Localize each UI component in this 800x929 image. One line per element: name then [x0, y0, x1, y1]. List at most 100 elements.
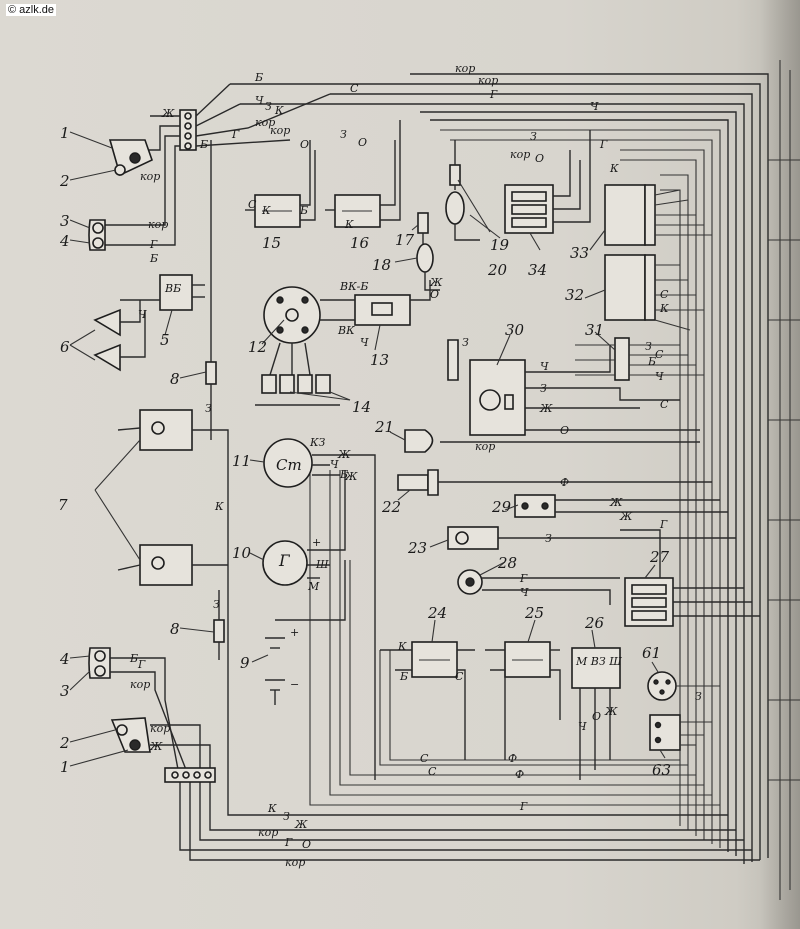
switch-27 [620, 529, 760, 627]
wire-label: Г [231, 128, 240, 141]
inner-labels: Ст Г ВК-Б ВК КЗ М ВЗ Ш + + − Ш М [276, 280, 622, 691]
wire-label: С [660, 398, 669, 411]
connector-32 [604, 254, 704, 331]
wire-label: С [655, 348, 664, 361]
wire-label: К [397, 640, 407, 653]
number-25: 25 [524, 604, 544, 622]
number-63: 63 [652, 761, 671, 779]
wire-label: Ч [255, 94, 264, 107]
wire-label: Ч [520, 586, 529, 599]
regulator-26 [571, 647, 621, 780]
number-61: 61 [642, 644, 661, 662]
wire-label: кор [285, 856, 305, 869]
wire-label: Ч [655, 370, 664, 383]
wire-label: Г [489, 88, 498, 101]
wire-label: Б [149, 252, 158, 265]
wire-label: С [420, 752, 429, 765]
number-16: 16 [350, 234, 370, 252]
wire-label: Б [199, 138, 208, 151]
wire-label: Б [299, 204, 308, 217]
ignition-relay-13 [320, 280, 431, 326]
number-28: 28 [497, 554, 517, 572]
wire-label: З [540, 382, 547, 395]
wire-label: К [274, 104, 284, 117]
number-15: 15 [262, 234, 281, 252]
wire-label: Ж [539, 402, 553, 415]
harness-trunk [230, 60, 800, 900]
wire-label: К [344, 218, 354, 231]
wire-label: К [214, 500, 224, 513]
wire-label: С [455, 670, 464, 683]
wire-label: З [462, 336, 469, 349]
ignition-12 [263, 286, 321, 376]
number-10: 10 [232, 544, 252, 562]
wire-label: кор [475, 440, 495, 453]
watermark: © azlk.de [6, 4, 57, 16]
switches-7 [94, 409, 229, 590]
wire-label: кор [478, 74, 498, 87]
number-27: 27 [649, 548, 670, 566]
number-11: 11 [232, 452, 251, 470]
battery-9 [265, 560, 346, 705]
battery-plus: + [290, 626, 299, 639]
sensor-21 [404, 429, 700, 453]
relay-16 [325, 120, 401, 228]
number-29: 29 [491, 498, 512, 516]
plus-label: + [312, 536, 321, 549]
wire-label: О [430, 288, 439, 301]
number-2b: 2 [59, 734, 70, 752]
switch-63 [649, 714, 712, 751]
number-2: 2 [59, 172, 70, 190]
wire-label: кор [455, 62, 475, 75]
wire-label: Г [137, 658, 146, 671]
wire-labels: кор кор Б С Г Ж Ч З К кор Г О кор З О Ч … [129, 62, 702, 869]
leader-lines [69, 131, 666, 767]
relay-5: ВБ [120, 274, 205, 311]
wire-label: Ф [515, 768, 524, 781]
wire-label: Ж [149, 740, 163, 753]
wire-label: К [609, 162, 619, 175]
wire-label: Г [659, 518, 668, 531]
wire-label: З [530, 130, 537, 143]
number-20: 20 [487, 261, 508, 279]
fuse-block-14 [255, 374, 340, 406]
wire-label: Ж [161, 107, 175, 120]
wire-label: Б [129, 652, 138, 665]
wire-label: Ж [337, 448, 351, 461]
number-12: 12 [248, 338, 267, 356]
wire-label: К [267, 802, 277, 815]
number-1: 1 [60, 124, 70, 142]
number-3: 3 [60, 212, 70, 230]
wire-label: Б [647, 355, 656, 368]
lamp-61 [647, 671, 720, 701]
lamp-23 [447, 526, 736, 550]
m-label: М [307, 580, 320, 593]
wire-label: Г [599, 138, 608, 151]
number-22: 22 [381, 498, 401, 516]
wire-label: Ж [619, 510, 633, 523]
number-18: 18 [372, 256, 391, 274]
component-numbers: 1 2 3 4 5 6 7 8 8 9 10 11 12 13 14 15 16… [58, 124, 671, 779]
wire-label: Г [519, 572, 528, 585]
wire-label: кор [140, 170, 160, 183]
wire-label: кор [255, 116, 275, 129]
wire-label: Б [399, 670, 408, 683]
headlight-bottom [88, 647, 191, 781]
wire-label: Б [339, 468, 348, 481]
motor-20 [445, 191, 480, 241]
number-13: 13 [370, 351, 389, 369]
sh-label: Ш [315, 558, 329, 571]
number-19: 19 [490, 236, 510, 254]
headlight-top [88, 219, 106, 251]
number-21: 21 [374, 418, 394, 436]
lamp-28 [457, 569, 620, 605]
wire-label: З [265, 100, 272, 113]
wire-label: Ч [360, 336, 369, 349]
horns [93, 300, 146, 372]
wire-label: Ч [540, 360, 549, 373]
wire-label: О [560, 424, 569, 437]
sensor-22 [397, 469, 712, 496]
fuses-8 [205, 140, 225, 660]
